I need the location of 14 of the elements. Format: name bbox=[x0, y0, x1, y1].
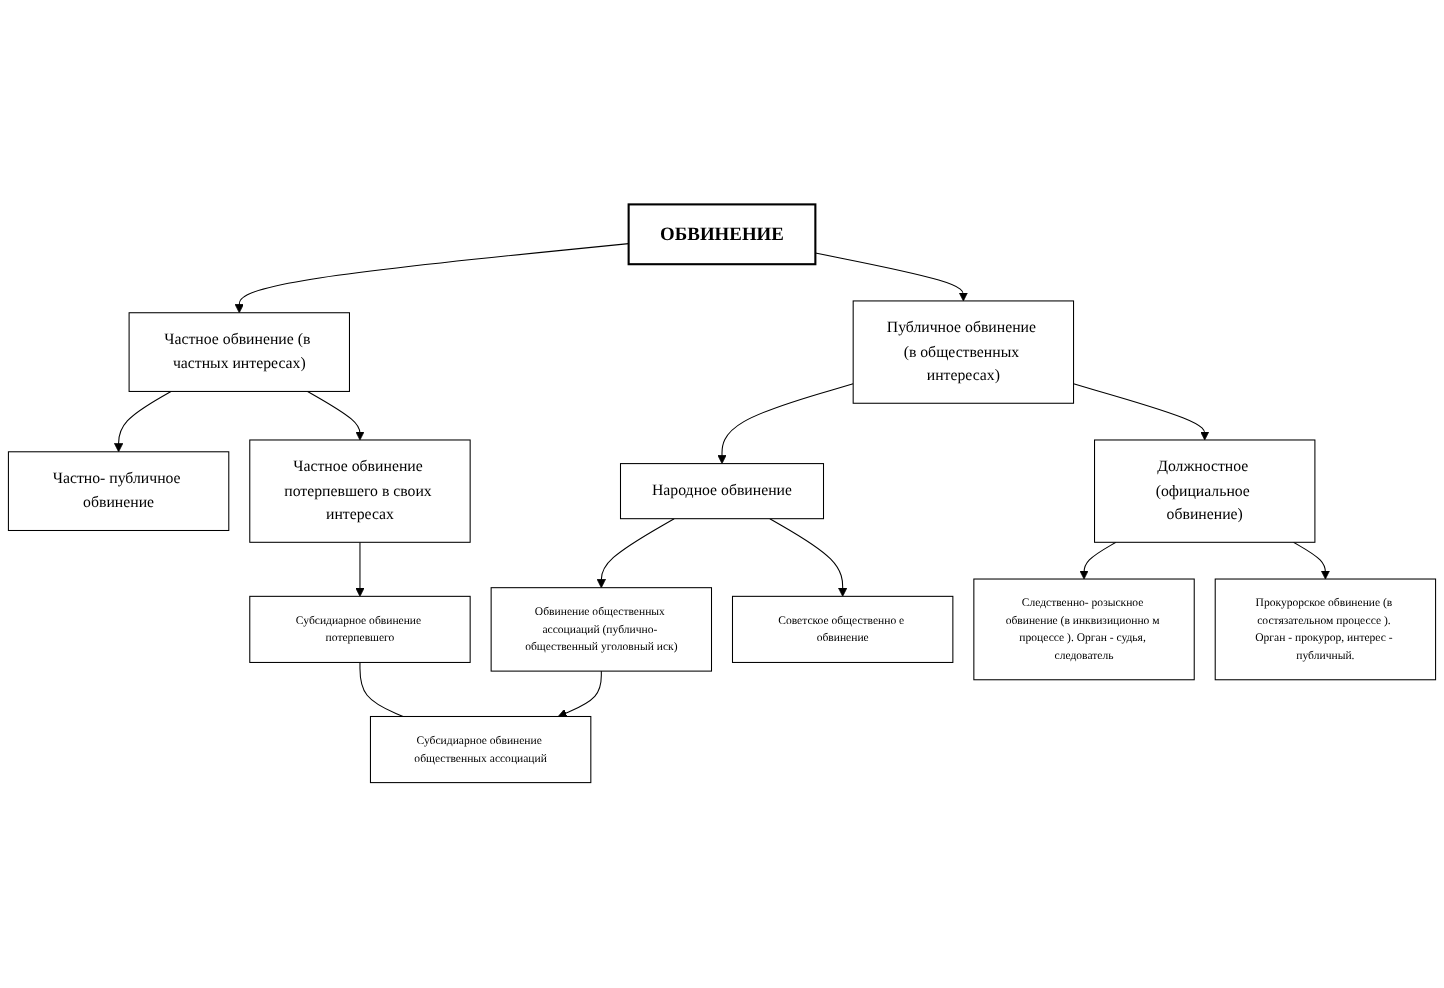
arrow bbox=[596, 518, 675, 589]
arrow bbox=[557, 671, 602, 718]
node-box: ОБВИНЕНИЕ bbox=[627, 203, 817, 266]
arrow bbox=[1293, 542, 1330, 580]
arrow bbox=[769, 518, 848, 598]
connector bbox=[359, 662, 404, 718]
arrow bbox=[717, 383, 854, 465]
arrow bbox=[355, 542, 365, 598]
arrow bbox=[114, 391, 172, 453]
arrow bbox=[1073, 383, 1210, 441]
arrow bbox=[1079, 542, 1117, 580]
arrow bbox=[307, 391, 365, 441]
arrow bbox=[234, 243, 630, 314]
arrow bbox=[814, 252, 968, 302]
